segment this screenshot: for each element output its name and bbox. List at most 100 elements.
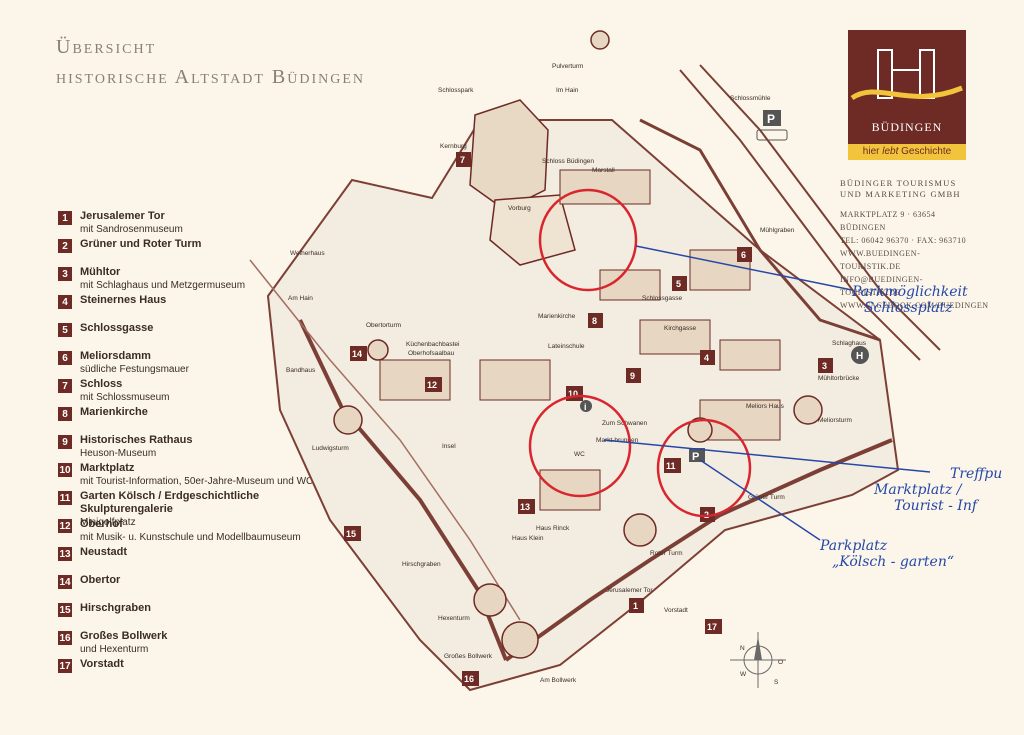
svg-text:3: 3 (822, 361, 827, 371)
svg-text:11: 11 (666, 461, 676, 471)
legend-name: Marienkirche (80, 406, 148, 418)
map-label: Insel (442, 443, 456, 450)
svg-text:6: 6 (741, 250, 746, 260)
legend-number: 1 (58, 211, 72, 225)
legend-number: 10 (58, 463, 72, 477)
legend-number: 2 (58, 239, 72, 253)
tower (623, 513, 657, 547)
org-name-1: BÜDINGER TOURISMUS (840, 178, 957, 188)
legend-number: 12 (58, 519, 72, 533)
legend-name: Marktplatz (80, 462, 135, 474)
map-label: Am Hain (288, 295, 313, 302)
legend-name: Garten Kölsch / Erdgeschichtliche Skulpt… (80, 490, 260, 515)
castle-logo-icon (850, 49, 963, 101)
h-icon (851, 346, 869, 364)
legend-number: 9 (58, 435, 72, 449)
marker-8: 8 (588, 313, 603, 328)
marker-11: 11 (664, 458, 681, 473)
legend-number: 6 (58, 351, 72, 365)
legend-sub: mit Musik- u. Kunstschule und Modellbaum… (80, 532, 301, 543)
map-label: Vorburg (508, 205, 531, 212)
svg-text:16: 16 (464, 674, 474, 684)
annotation-parking-garden: Parkplatz „Kölsch - garten“ (820, 538, 955, 570)
legend-name: Obertor (80, 574, 121, 586)
map-label: Haus Klein (512, 535, 544, 542)
river (249, 259, 521, 621)
marker-15: 15 (344, 526, 361, 541)
legend-name: Jerusalemer Tor (80, 210, 165, 222)
org-name-2: UND MARKETING GMBH (840, 189, 961, 199)
castle-ring (489, 194, 576, 266)
map-label: Haus Rinck (536, 525, 570, 532)
marker-5: 5 (672, 276, 687, 291)
road-north (679, 69, 921, 361)
legend-name: Neustadt (80, 546, 128, 558)
legend-item: 13 Neustadt (58, 546, 348, 574)
compass-e: O (778, 659, 783, 666)
legend-number: 3 (58, 267, 72, 281)
parking-sign-north (763, 110, 781, 126)
compass-s: S (774, 679, 779, 686)
marker-12: 12 (425, 377, 442, 392)
map-label: Marienkirche (538, 313, 576, 320)
house-block (719, 339, 781, 371)
compass-rose: N O W S (730, 632, 786, 688)
legend-number: 11 (58, 491, 72, 505)
svg-text:14: 14 (352, 349, 362, 359)
map-label: Mühltorbrücke (818, 375, 860, 382)
road-north-2 (699, 64, 941, 351)
annotation-circle-castle (538, 188, 638, 292)
legend-number: 13 (58, 547, 72, 561)
svg-text:5: 5 (676, 279, 681, 289)
tower (590, 30, 610, 50)
legend-name: Schlossgasse (80, 322, 154, 334)
marker-4: 4 (700, 350, 715, 365)
legend-name: Großes Bollwerk (80, 630, 168, 642)
h-letter: H (856, 351, 863, 362)
info-icon (580, 400, 592, 412)
phone: TEL: 06042 96370 · FAX: 963710 (840, 236, 967, 245)
annotation-line (635, 245, 853, 291)
map-label: Schlosspark (438, 87, 474, 94)
svg-text:9: 9 (630, 371, 635, 381)
annotation-parking-castle: Parkmöglichkeit Schlossplatz (852, 284, 968, 316)
marker-16: 16 (462, 671, 479, 686)
map-label: Jerusalemer Tor (606, 587, 653, 594)
map-label: Hexenturm (438, 615, 470, 622)
map-label: Bandhaus (286, 367, 316, 374)
bus-icon (756, 129, 788, 141)
website: WWW.BUEDINGEN-TOURISTIK.DE (840, 249, 921, 271)
map-label: Schloss Büdingen (542, 158, 594, 165)
info-letter: i (584, 402, 587, 412)
legend-name: Hirschgraben (80, 602, 151, 614)
castle-keep (469, 99, 549, 211)
map-label: Weiherhaus (290, 250, 325, 257)
tower (473, 583, 507, 617)
house-block (539, 469, 601, 511)
marker-10: 10 (566, 386, 583, 401)
marker-13: 13 (518, 499, 535, 514)
legend-item: 11 Garten Kölsch / Erdgeschichtliche Skul… (58, 490, 348, 528)
legend-name: Steinernes Haus (80, 294, 167, 306)
house-block (559, 169, 651, 205)
legend-item: 1 Jerusalemer Tor mit Sandrosenmuseum (58, 210, 348, 238)
map-label: Schlaghaus (832, 340, 867, 347)
city-wall-south (504, 438, 893, 662)
email: INFO@BUEDINGEN-TOURISTIK.DE (840, 275, 923, 297)
map-label: Marstall (592, 167, 615, 174)
legend-name: Oberhof (80, 518, 123, 530)
svg-text:12: 12 (427, 380, 437, 390)
legend-sub: mit Sandrosenmuseum (80, 224, 183, 235)
marker-3: 3 (818, 358, 833, 373)
tower (501, 621, 539, 659)
annotation-circle-market (528, 394, 632, 498)
